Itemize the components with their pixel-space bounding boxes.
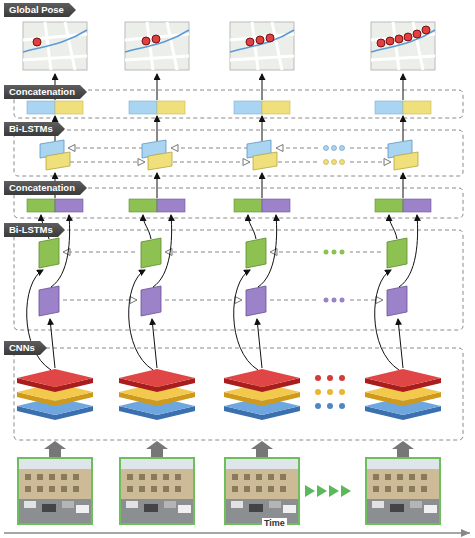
pose-dot	[33, 26, 430, 47]
tag-text: Bi-LSTMs	[9, 224, 53, 235]
section-tag: Bi-LSTMs	[4, 122, 65, 136]
tag-text: Bi-LSTMs	[9, 123, 53, 134]
section-tag: Global Pose	[4, 3, 76, 17]
time-step-column	[365, 22, 441, 524]
tag-text: Concatenation	[9, 86, 75, 97]
section-tag: CNNs	[4, 341, 47, 355]
ellipsis-dots	[315, 146, 345, 410]
time-step-column	[224, 22, 300, 524]
axis-label: Time	[262, 518, 287, 528]
section-tag: Bi-LSTMs	[4, 223, 65, 237]
tag-text: Concatenation	[9, 182, 75, 193]
recurrent-link	[63, 148, 391, 300]
time-step-column	[119, 22, 195, 524]
section-tag: Concatenation	[4, 181, 87, 195]
time-axis	[4, 532, 470, 534]
sequence-arrows	[305, 485, 351, 497]
tag-text: Global Pose	[9, 4, 64, 15]
tag-text: CNNs	[9, 342, 35, 353]
section-tag: Concatenation	[4, 85, 87, 99]
